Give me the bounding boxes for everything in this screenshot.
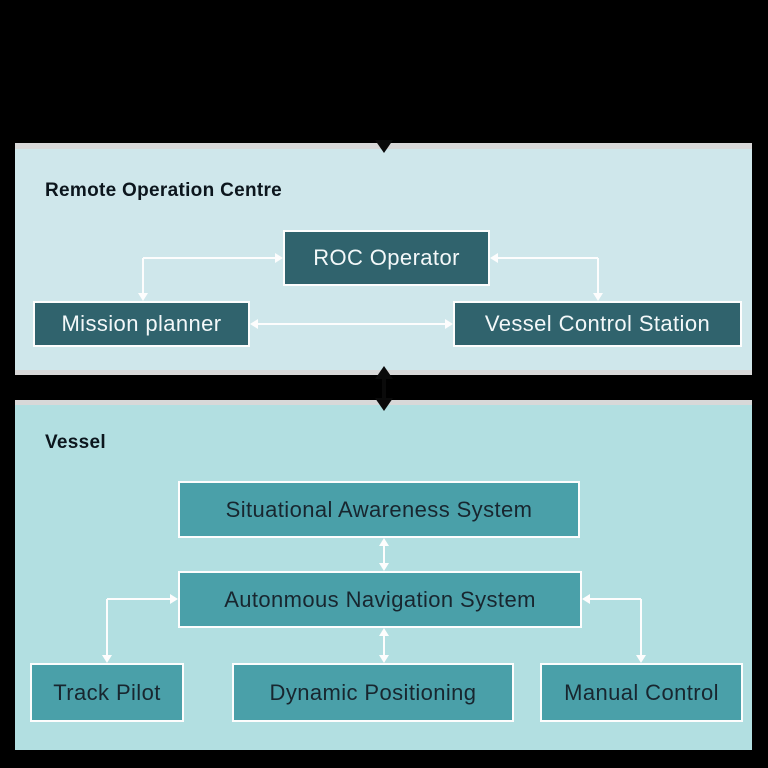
connector-sas-ans-vline: [383, 545, 385, 564]
node-manual-control: Manual Control: [540, 663, 743, 722]
connector-mp-vcs-arrowhead-right-icon: [445, 319, 453, 329]
connector-ans-mc-arrowhead-left-icon: [582, 594, 590, 604]
connector-mp-roc-arrowhead-down-icon: [138, 293, 148, 301]
interpanel-arrow-stem: [382, 372, 386, 404]
connector-ans-tp-arrowhead-down-icon: [102, 655, 112, 663]
node-manual-control-label: Manual Control: [564, 679, 719, 705]
connector-mp-roc-vline: [142, 258, 144, 296]
connector-mp-roc-arrowhead-right-icon: [275, 253, 283, 263]
connector-ans-mc-vline: [640, 599, 642, 656]
node-situational-awareness-system-label: Situational Awareness System: [225, 496, 533, 522]
connector-ans-tp-vline: [106, 599, 108, 656]
incoming-arrowhead-down-icon: [375, 140, 393, 153]
connector-mp-vcs-hline: [257, 323, 446, 325]
connector-sas-ans-arrowhead-up-icon: [379, 538, 389, 546]
node-mission-planner-label: Mission planner: [61, 311, 222, 336]
node-track-pilot-label: Track Pilot: [53, 679, 161, 705]
node-roc-operator: ROC Operator: [283, 230, 490, 286]
connector-mp-vcs-arrowhead-left-icon: [250, 319, 258, 329]
node-track-pilot: Track Pilot: [30, 663, 184, 722]
connector-ans-tp-arrowhead-right-icon: [170, 594, 178, 604]
interpanel-arrowhead-down-icon: [375, 398, 393, 411]
node-vessel-control-station: Vessel Control Station: [453, 301, 742, 347]
panel-title-vessel: Vessel: [45, 432, 106, 453]
connector-mp-roc-hline: [143, 257, 276, 259]
connector-ans-mc-arrowhead-down-icon: [636, 655, 646, 663]
connector-sas-ans-arrowhead-down-icon: [379, 563, 389, 571]
node-dynamic-positioning-label: Dynamic Positioning: [269, 679, 477, 705]
panel-remote-operation-centre: Remote Operation Centre ROC Operator Mis…: [15, 143, 752, 375]
connector-ans-mc-hline: [589, 598, 641, 600]
node-situational-awareness-system: Situational Awareness System: [178, 481, 580, 538]
connector-vcs-roc-vline: [597, 258, 599, 296]
panel-vessel: Vessel Situational Awareness System Auto…: [15, 400, 752, 750]
connector-vcs-roc-hline: [497, 257, 598, 259]
node-vessel-control-station-label: Vessel Control Station: [484, 311, 711, 336]
connector-ans-dp-vline: [383, 635, 385, 656]
connector-vcs-roc-arrowhead-left-icon: [490, 253, 498, 263]
connector-vcs-roc-arrowhead-down-icon: [593, 293, 603, 301]
node-autonomous-navigation-system: Autonmous Navigation System: [178, 571, 582, 628]
node-dynamic-positioning: Dynamic Positioning: [232, 663, 514, 722]
connector-ans-dp-arrowhead-up-icon: [379, 628, 389, 636]
connector-ans-tp-hline: [107, 598, 170, 600]
node-roc-operator-label: ROC Operator: [313, 245, 460, 270]
node-mission-planner: Mission planner: [33, 301, 250, 347]
panel-title-remote-operation-centre: Remote Operation Centre: [45, 180, 283, 201]
node-autonomous-navigation-system-label: Autonmous Navigation System: [224, 586, 536, 612]
connector-ans-dp-arrowhead-down-icon: [379, 655, 389, 663]
